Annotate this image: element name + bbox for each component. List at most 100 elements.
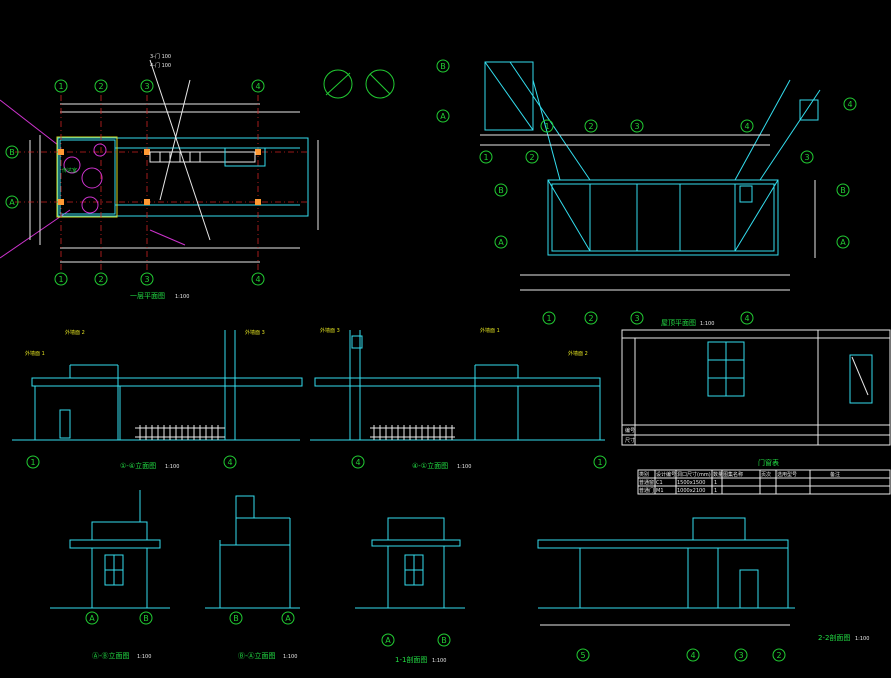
floor-plan-leader-1: 3-门 100	[150, 53, 171, 60]
floor-plan-axis-4-bottom: 4	[251, 272, 265, 286]
section-22-title: 2-2剖面图	[818, 633, 850, 642]
side-elevation-ab: A B Ⓐ-Ⓑ立面图 1:100	[50, 490, 170, 660]
table-cell-r2-qty: 1	[714, 488, 717, 494]
svg-text:4: 4	[690, 651, 695, 660]
table-cell-r2-type: 普通门	[639, 487, 654, 494]
roof-plan-axis-a-right: A	[836, 235, 850, 249]
table-cell-r1-size: 1500x1500	[677, 480, 705, 486]
roof-plan-axis-3: 3	[630, 119, 644, 133]
rear-elevation-scale: 1:100	[457, 464, 471, 470]
door-window-row-label-2: 尺寸	[625, 437, 635, 444]
floor-plan-axis-1: 1	[54, 79, 68, 93]
svg-text:4: 4	[847, 100, 852, 109]
side-ba-title: Ⓑ-Ⓐ立面图	[238, 651, 276, 660]
rear-elevation-axis-end: 1	[593, 455, 607, 469]
svg-text:B: B	[233, 614, 239, 623]
svg-text:4: 4	[255, 82, 260, 91]
table-header-size: 洞口尺寸(mm)	[677, 471, 711, 478]
svg-text:2: 2	[588, 122, 593, 131]
front-elevation-title: ①-④立面图	[120, 461, 156, 470]
svg-text:3: 3	[804, 153, 809, 162]
rear-elevation-label-3: 外墙面 2	[568, 350, 588, 357]
floor-plan-axis-4: 4	[251, 79, 265, 93]
roof-plan-axis-4: 4	[740, 119, 754, 133]
svg-text:2: 2	[98, 82, 103, 91]
floor-plan: 3-门 100 4-门 100 传达室 1 2 3 4 1 2 3 4 B A …	[0, 53, 319, 300]
front-elevation-label-1: 外墙面 2	[65, 329, 85, 336]
front-elevation-scale: 1:100	[165, 464, 179, 470]
svg-text:1: 1	[544, 122, 549, 131]
svg-text:4: 4	[744, 122, 749, 131]
svg-text:3: 3	[144, 82, 149, 91]
svg-text:1: 1	[546, 314, 551, 323]
svg-text:B: B	[441, 636, 447, 645]
front-elevation-axis-start: 1	[26, 455, 40, 469]
front-elevation: 外墙面 2 外墙面 1 外墙面 3 1 4 ①-④立面图 1:100	[12, 329, 303, 470]
side-ba-scale: 1:100	[283, 654, 297, 660]
svg-text:3: 3	[634, 314, 639, 323]
rear-elevation: 外墙面 3 外墙面 1 外墙面 2 4 1 ④-①立面图 1:100	[310, 327, 607, 470]
svg-text:B: B	[840, 186, 846, 195]
floor-plan-room-label: 传达室	[62, 167, 77, 174]
floor-plan-title: 一层平面图	[130, 292, 165, 300]
floor-plan-axis-3: 3	[140, 79, 154, 93]
table-cell-r2-size: 1000x2100	[677, 488, 705, 494]
section-11-scale: 1:100	[432, 658, 446, 664]
table-header-code: 设计编号	[656, 471, 676, 478]
table-header-type: 类别	[639, 471, 649, 478]
section-11-title: 1-1剖面图	[395, 655, 427, 664]
front-elevation-label-3: 外墙面 3	[245, 329, 265, 336]
svg-text:B: B	[498, 186, 504, 195]
floor-plan-axis-1-bottom: 1	[54, 272, 68, 286]
table-cell-r1-code: C1	[656, 480, 663, 486]
svg-text:4: 4	[744, 314, 749, 323]
side-elevation-ba: B A Ⓑ-Ⓐ立面图 1:100	[205, 495, 300, 660]
roof-plan-axis-2: 2	[584, 119, 598, 133]
roof-plan-axis-2-bottom: 2	[584, 311, 598, 325]
roof-plan-title: 屋顶平面图	[661, 319, 696, 327]
svg-text:3: 3	[738, 651, 743, 660]
rear-elevation-axis-start: 4	[351, 455, 365, 469]
svg-text:4: 4	[355, 458, 360, 467]
section-22-axis-3: 3	[734, 648, 748, 662]
section-22-axis-2: 2	[772, 648, 786, 662]
svg-text:1: 1	[30, 458, 35, 467]
svg-text:1: 1	[597, 458, 602, 467]
floor-plan-axis-3-bottom: 3	[140, 272, 154, 286]
section-22-scale: 1:100	[855, 636, 869, 642]
section-22-axis-4: 4	[686, 648, 700, 662]
floor-plan-leader-2: 4-门 100	[150, 62, 171, 69]
svg-text:2: 2	[588, 314, 593, 323]
svg-text:2: 2	[776, 651, 781, 660]
table-header-model: 选用型号	[777, 471, 797, 478]
svg-text:A: A	[440, 112, 446, 121]
roof-plan-axis-1: 1	[540, 119, 554, 133]
door-window-row-label-1: 编号	[625, 427, 635, 434]
rear-elevation-title: ④-①立面图	[412, 461, 448, 470]
floor-plan-axis-a: A	[5, 195, 19, 209]
table-header-page: 页次	[761, 471, 771, 478]
svg-text:4: 4	[227, 458, 232, 467]
door-window-elevation: 编号 尺寸	[621, 329, 891, 446]
fence	[135, 425, 225, 440]
roof-plan-axis-a-left: A	[494, 235, 508, 249]
section-11-axis-end: B	[437, 633, 451, 647]
table-header-atlas: 图集名称	[723, 471, 743, 478]
roof-plan-axis-1-bottom: 1	[542, 311, 556, 325]
side-ab-axis-start: A	[85, 611, 99, 625]
rear-elevation-label-1: 外墙面 3	[320, 327, 340, 334]
svg-text:5: 5	[580, 651, 585, 660]
front-elevation-axis-end: 4	[223, 455, 237, 469]
svg-text:4: 4	[255, 275, 260, 284]
section-2-2: 5 4 3 2 2-2剖面图 1:100	[537, 517, 869, 662]
side-ab-title: Ⓐ-Ⓑ立面图	[92, 651, 130, 660]
roof-plan-axis-1-top: 1	[479, 150, 493, 164]
svg-text:3: 3	[634, 122, 639, 131]
door-window-table-title: 门窗表	[758, 458, 779, 467]
svg-text:2: 2	[529, 153, 534, 162]
roof-plan-axis-b-top: B	[436, 59, 450, 73]
rear-elevation-label-2: 外墙面 1	[480, 327, 500, 334]
svg-text:B: B	[9, 148, 15, 157]
svg-text:A: A	[9, 198, 15, 207]
